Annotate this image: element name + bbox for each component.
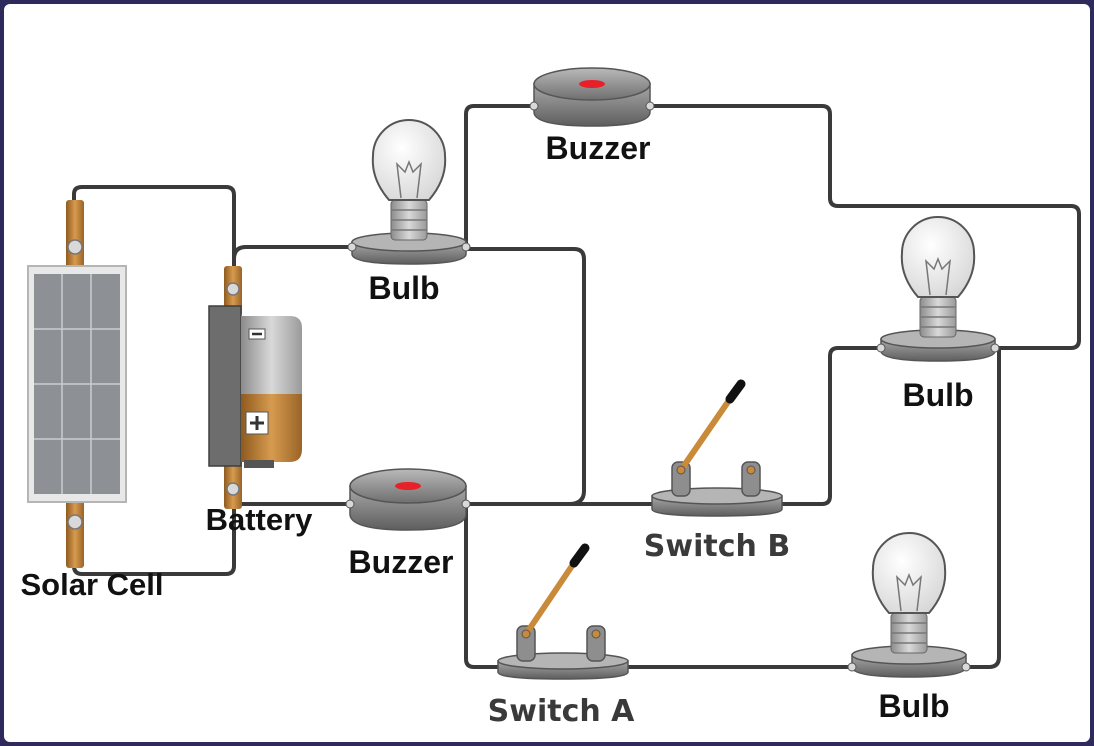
wire-battery-to-bulb-top (232, 245, 354, 261)
switch-b (651, 379, 783, 517)
wire-solar-bottom-to-battery (72, 492, 236, 576)
bulb-bottom (847, 532, 971, 678)
switch-a-label: Switch A (488, 694, 636, 729)
buzzer-top-label: Buzzer (546, 130, 651, 166)
wire-buzzer-top-to-bulb-right (648, 104, 1081, 350)
buzzer-middle (345, 468, 471, 531)
buzzer-light-icon (395, 482, 421, 490)
bulb-right-label: Bulb (902, 377, 973, 413)
buzzer-middle-label: Buzzer (349, 544, 454, 580)
wire-buzzer-mid-to-switch-a (464, 507, 501, 669)
buzzer-light-icon (579, 80, 605, 88)
battery (208, 266, 302, 509)
wire-bulb-bottom-to-bulb-right (964, 346, 1001, 669)
bulb-top-label: Bulb (368, 270, 439, 306)
bulb-right (876, 216, 1000, 362)
bulb-bottom-label: Bulb (878, 688, 949, 724)
solar-cell (27, 200, 127, 568)
wire-switch-b-to-bulb-right (778, 346, 884, 506)
circuit-diagram: Buzzer Bulb Battery Solar Cell Buzzer Sw… (21, 67, 1081, 729)
switch-a (497, 543, 629, 680)
wire-bulb-top-to-buzzer-top (464, 104, 536, 246)
buzzer-top (529, 67, 655, 127)
bulb-top (347, 119, 471, 265)
wires (72, 104, 1081, 669)
solar-cell-label: Solar Cell (21, 567, 164, 602)
switch-b-label: Switch B (644, 529, 790, 564)
battery-label: Battery (206, 502, 314, 537)
wire-bulb-top-to-junction (464, 247, 586, 506)
wire-solar-top-to-battery (72, 185, 236, 276)
